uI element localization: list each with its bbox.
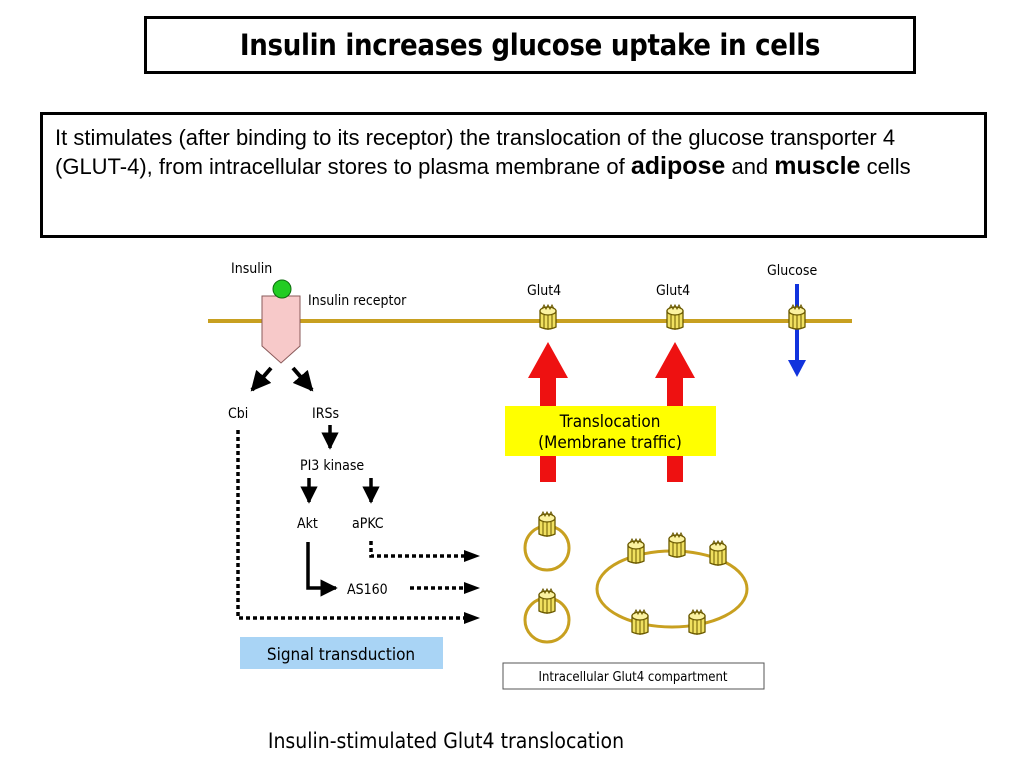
description-connector: and: [725, 154, 775, 179]
cbi-label: Cbi: [228, 406, 248, 422]
insulin-receptor-label: Insulin receptor: [308, 293, 407, 309]
glut4-compartment-1: [627, 538, 645, 565]
dotted-arrow-cbi: [236, 430, 464, 620]
diagram-caption: Insulin-stimulated Glut4 translocation: [268, 729, 624, 753]
arrow-to-cbi: [250, 366, 273, 392]
translocation-label-line1: Translocation: [559, 412, 661, 432]
glut4-transporter-membrane-1: [539, 304, 557, 331]
glut4-label-1: Glut4: [527, 283, 561, 299]
glut4-transporter-membrane-2: [666, 304, 684, 331]
muscle-emphasis: muscle: [774, 152, 861, 180]
glut4-vesicle-1: [538, 511, 556, 538]
description-text: It stimulates (after binding to its rece…: [55, 125, 896, 179]
dotted-arrowhead-3: [464, 612, 480, 624]
arrow-to-irss: [291, 366, 314, 392]
glucose-arrowhead: [788, 360, 806, 377]
glut4-compartment-4: [631, 609, 649, 636]
arrow-akt-to-as160: [306, 542, 338, 597]
irss-label: IRSs: [312, 406, 339, 422]
signal-transduction-box: [240, 637, 443, 669]
glucose-label: Glucose: [767, 263, 817, 279]
pi3-kinase-label: PI3 kinase: [300, 458, 364, 474]
glut4-compartment-5: [688, 609, 706, 636]
apkc-label: aPKC: [352, 516, 384, 532]
dotted-arrow-apkc: [369, 541, 464, 558]
description-end: cells: [860, 154, 911, 179]
translocation-box: [505, 406, 716, 456]
signal-transduction-label: Signal transduction: [267, 645, 415, 665]
insulin-molecule: [272, 279, 292, 299]
glut4-compartment-2: [668, 532, 686, 559]
glut4-compartment-3: [709, 540, 727, 567]
akt-label: Akt: [297, 516, 318, 532]
page-title: Insulin increases glucose uptake in cell…: [239, 28, 821, 62]
glut4-label-2: Glut4: [656, 283, 690, 299]
as160-label: AS160: [347, 582, 388, 598]
dotted-arrowhead-1: [464, 550, 480, 562]
adipose-emphasis: adipose: [630, 152, 726, 180]
insulin-label: Insulin: [231, 261, 272, 277]
compartment-label: Intracellular Glut4 compartment: [539, 670, 728, 685]
description-box: It stimulates (after binding to its rece…: [40, 112, 987, 238]
dotted-arrowhead-2: [464, 582, 480, 594]
glut4-transporter-membrane-3: [788, 304, 806, 331]
compartment-label-box: [502, 662, 765, 690]
translocation-label-line2: (Membrane traffic): [538, 433, 682, 453]
glut4-vesicle-2: [538, 588, 556, 615]
insulin-receptor: [261, 295, 301, 364]
title-box: Insulin increases glucose uptake in cell…: [144, 16, 916, 74]
